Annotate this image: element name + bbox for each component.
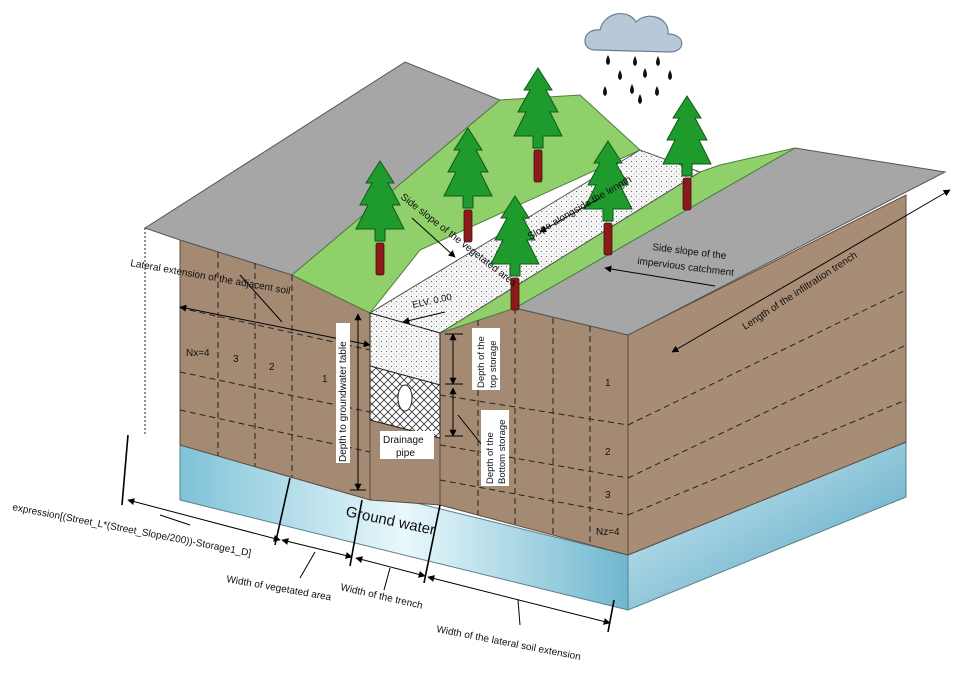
- grid-num-z-3: 3: [605, 490, 611, 501]
- label-drainage-pipe: Drainage pipe: [380, 431, 434, 459]
- trench-width-dimension: [356, 558, 425, 576]
- grid-num-z-2: 2: [605, 447, 611, 458]
- label-width-trench: Width of the trench: [339, 582, 423, 612]
- label-depth-groundwater-box: Depth to groundwater table: [336, 323, 350, 463]
- label-depth-bottom-box: Depth of the Bottom storage: [481, 410, 509, 486]
- label-expression: expression[(Street_L*(Street_Slope/200))…: [11, 502, 252, 559]
- label-width-vegetated: Width of vegetated area: [225, 574, 332, 603]
- svg-text:Depth to groundwater table: Depth to groundwater table: [338, 341, 349, 462]
- raindrops-icon: [603, 55, 672, 104]
- svg-text:Drainage: Drainage: [383, 435, 424, 446]
- grid-num-z-1: 1: [605, 378, 611, 389]
- label-depth-top-box: Depth of the top storage: [472, 328, 500, 390]
- svg-text:Depth of the: Depth of the: [476, 336, 487, 388]
- label-nz: Nz=4: [596, 527, 620, 538]
- rain-cloud-icon: [585, 14, 682, 52]
- svg-text:top storage: top storage: [488, 340, 499, 388]
- grid-num-x-2: 2: [269, 362, 275, 373]
- svg-text:pipe: pipe: [396, 448, 415, 459]
- drainage-pipe: [398, 385, 412, 411]
- svg-text:Bottom storage: Bottom storage: [497, 420, 508, 484]
- grid-num-x-1: 1: [322, 374, 328, 385]
- vegetated-width-dimension: [282, 540, 352, 557]
- svg-text:Depth of the: Depth of the: [485, 432, 496, 484]
- grid-num-x-3: 3: [233, 354, 239, 365]
- label-nx: Nx=4: [186, 348, 210, 359]
- label-width-lateral: Width of the lateral soil extension: [435, 624, 581, 663]
